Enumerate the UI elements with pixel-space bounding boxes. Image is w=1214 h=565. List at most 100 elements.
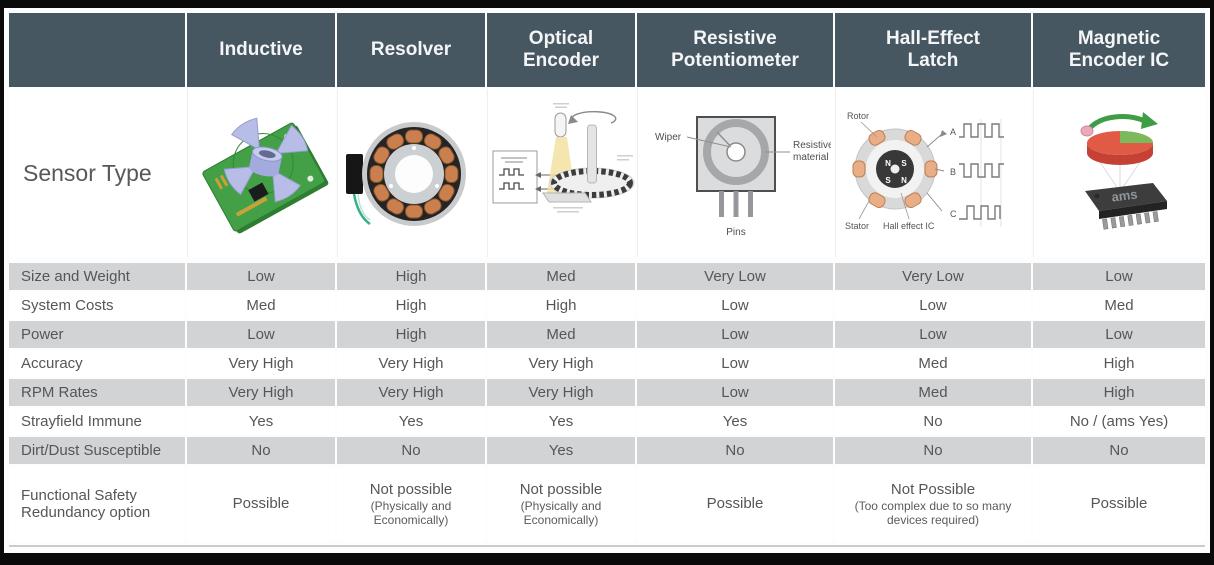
cell-text: No (923, 441, 943, 459)
row-label: RPM Rates (9, 379, 185, 406)
cell-sub-text: (Physically and Economically) (370, 498, 452, 527)
table-row: Dirt/Dust Susceptible No No Yes No No No (9, 437, 1205, 464)
row-value-cell: Yes (487, 408, 635, 435)
row-value-cell: Very High (487, 379, 635, 406)
cell-text: Very High (228, 383, 294, 401)
cell-text: Low (247, 267, 275, 285)
optical-encoder-diagram-icon (492, 102, 634, 212)
cell-text: Med (546, 267, 576, 285)
optical-encoder-cell (487, 89, 635, 257)
row-value-cell: Yes (187, 408, 335, 435)
row-value-cell: Med (835, 350, 1031, 377)
column-header-magnetic-encoder-ic: Magnetic Encoder IC (1033, 13, 1205, 87)
sensor-type-row: Sensor Type (9, 89, 1205, 257)
rotation-arrow (1086, 114, 1149, 132)
cell-text: No (1109, 441, 1129, 459)
row-value-cell: Low (637, 350, 833, 377)
magnetic-encoder-ic-cell: ams (1033, 89, 1205, 257)
row-label: Functional Safety Redundancy option (9, 466, 185, 542)
cell-text: No / (ams Yes) (1069, 412, 1169, 430)
cell-text: High (395, 296, 427, 314)
cell-text: High (1103, 354, 1135, 372)
cell-text: Low (919, 325, 947, 343)
row-label: Accuracy (9, 350, 185, 377)
inductive-pcb-icon (201, 117, 328, 233)
row-value-cell: Med (487, 263, 635, 290)
cell-main-text: Possible (1090, 495, 1148, 513)
pins-label: Pins (726, 227, 745, 238)
column-header-label: Resolver (370, 38, 452, 60)
row-value-cell: No (337, 437, 485, 464)
cell-text: Very Low (902, 267, 964, 285)
row-value-cell: Med (835, 379, 1031, 406)
row-value-cell: No (637, 437, 833, 464)
row-value-cell: High (487, 292, 635, 319)
table-header-row: Inductive Resolver Optical Encoder Resistiv… (9, 13, 1205, 87)
row-value-cell: No / (ams Yes) (1033, 408, 1205, 435)
row-label: Dirt/Dust Susceptible (9, 437, 185, 464)
row-value-cell: Med (187, 292, 335, 319)
cell-text: High (395, 325, 427, 343)
output-box (492, 150, 537, 203)
cell-text: High (1103, 383, 1135, 401)
cell-sub-text: (Too complex due to so many devices requ… (854, 498, 1012, 527)
ic-chip: ams (1084, 183, 1167, 230)
waveform-a (958, 123, 1004, 138)
cell-text: Med (546, 325, 576, 343)
cell-text: Yes (398, 412, 424, 430)
row-value-cell: Very Low (835, 263, 1031, 290)
cell-text: No (251, 441, 271, 459)
magnetic-encoder-icon: ams (1080, 112, 1167, 230)
row-value-cell: High (1033, 350, 1205, 377)
cell-main-text: Not possible (519, 480, 603, 498)
cell-text: Low (721, 325, 749, 343)
cell-text: Low (721, 354, 749, 372)
row-value-cell: Low (637, 321, 833, 348)
cell-text: Yes (248, 412, 274, 430)
hall-ic-label: Hall effect IC (883, 221, 935, 231)
row-value-cell: Possible (1033, 466, 1205, 542)
row-value-cell: Med (487, 321, 635, 348)
cell-text: Yes (548, 441, 574, 459)
row-value-cell: Possible (187, 466, 335, 542)
row-value-cell: Low (835, 321, 1031, 348)
cell-text: Very High (378, 354, 444, 372)
row-value-cell: No (835, 408, 1031, 435)
cell-text: Very High (528, 383, 594, 401)
resolver-windings (369, 129, 458, 218)
cell-text: No (401, 441, 421, 459)
column-header-inductive: Inductive (187, 13, 335, 87)
pole-label: N (885, 159, 891, 168)
row-value-cell: No (835, 437, 1031, 464)
column-header-label: Hall-Effect Latch (886, 27, 980, 71)
ams-logo: ams (1110, 187, 1138, 205)
bottom-rule (9, 545, 1205, 547)
wave-a-label: A (950, 127, 956, 137)
row-value-cell: Not Possible(Too complex due to so many … (835, 466, 1031, 542)
waveform-c (958, 205, 1001, 220)
row-value-cell: Yes (487, 437, 635, 464)
wiper-label: Wiper (655, 132, 682, 143)
row-label: System Costs (9, 292, 185, 319)
row-value-cell: Not possible(Physically and Economically… (487, 466, 635, 542)
resistive-material-label-2: material (793, 152, 829, 163)
sensor-comparison-table: Inductive Resolver Optical Encoder Resistiv… (9, 13, 1205, 547)
column-header-hall-effect-latch: Hall-Effect Latch (835, 13, 1031, 87)
column-header-label: Optical Encoder (522, 27, 600, 71)
cell-text: Very High (228, 354, 294, 372)
cell-text: Low (247, 325, 275, 343)
column-header-label: Resistive Potentiometer (671, 27, 799, 71)
resolver-sensor-cell (337, 89, 485, 257)
cell-text: Med (246, 296, 276, 314)
stator-coils (852, 129, 937, 209)
wave-b-label: B (950, 167, 956, 177)
cell-text: Yes (722, 412, 748, 430)
cell-text: Low (721, 383, 749, 401)
row-value-cell: No (187, 437, 335, 464)
wave-c-label: C (950, 209, 957, 219)
column-header-label: Inductive (219, 38, 303, 60)
row-value-cell: Low (1033, 321, 1205, 348)
row-value-cell: Yes (337, 408, 485, 435)
